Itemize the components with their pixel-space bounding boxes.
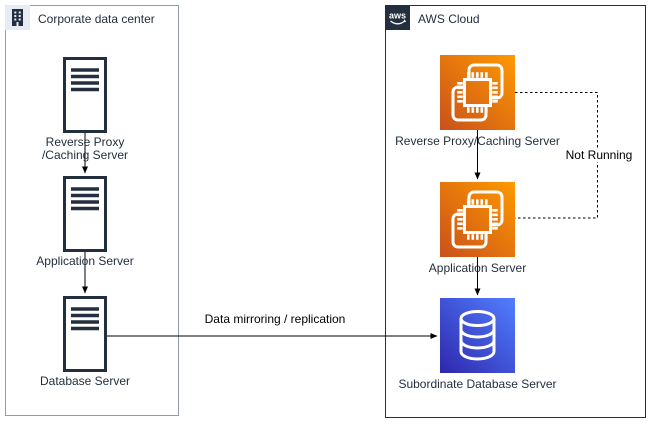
ec2-instances-icon <box>440 55 515 130</box>
group-title-aws-cloud: AWS Cloud <box>418 12 480 26</box>
node-aws-application-server: Application Server <box>429 182 526 275</box>
database-icon <box>440 298 515 373</box>
node-label: Database Server <box>39 374 131 388</box>
traditional-server-icon <box>63 176 107 252</box>
node-aws-subordinate-database: Subordinate Database Server <box>398 298 557 391</box>
node-label: Application Server <box>36 254 134 268</box>
traditional-server-icon <box>63 296 107 372</box>
aws-logo-text: aws <box>389 11 406 21</box>
node-label: Application Server <box>428 261 527 275</box>
node-corp-application-server: Application Server <box>36 176 134 268</box>
traditional-server-icon <box>63 57 107 133</box>
corporate-data-center-icon <box>5 5 30 30</box>
node-corp-reverse-proxy: Reverse Proxy /Caching Server <box>42 57 128 162</box>
node-corp-database-server: Database Server <box>40 296 130 388</box>
node-aws-reverse-proxy: Reverse Proxy/Caching Server <box>395 55 560 148</box>
group-corporate-data-center: Corporate data center <box>5 5 179 416</box>
node-label: Reverse Proxy/Caching Server <box>395 134 560 148</box>
node-label: Subordinate Database Server <box>398 377 557 391</box>
data-mirroring-label: Data mirroring / replication <box>204 312 346 326</box>
group-title-corporate: Corporate data center <box>38 12 155 26</box>
node-label: Reverse Proxy /Caching Server <box>41 135 129 162</box>
aws-cloud-icon: aws <box>385 5 410 30</box>
not-running-label: Not Running <box>562 149 636 162</box>
group-aws-cloud: aws AWS Cloud <box>385 5 646 418</box>
ec2-instances-icon <box>440 182 515 257</box>
